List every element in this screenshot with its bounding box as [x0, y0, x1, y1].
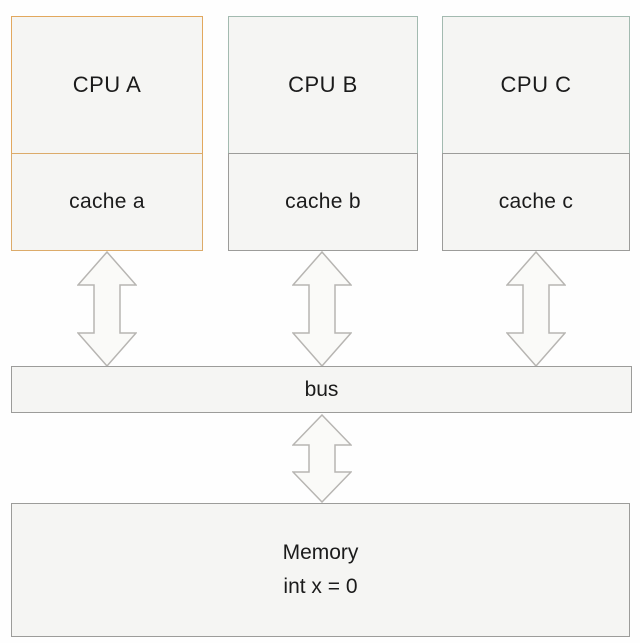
- unit-cpu-b: CPU B cache b: [228, 16, 418, 251]
- double-arrow-icon-cache-b-bus: [292, 251, 352, 367]
- cache-a-label: cache a: [69, 190, 145, 213]
- cpu-a-box: CPU A: [11, 16, 203, 153]
- bus-box: bus: [11, 366, 632, 413]
- memory-value: int x = 0: [283, 575, 358, 598]
- cpu-c-box: CPU C: [442, 16, 630, 153]
- double-arrow-icon-cache-c-bus: [506, 251, 566, 367]
- cpu-b-label: CPU B: [288, 72, 358, 97]
- double-arrow-shape: [506, 251, 566, 367]
- unit-cpu-c: CPU C cache c: [442, 16, 630, 251]
- cache-c-box: cache c: [442, 153, 630, 251]
- memory-box: Memory int x = 0: [11, 503, 630, 637]
- cpu-a-label: CPU A: [72, 72, 142, 97]
- double-arrow-shape: [292, 414, 352, 503]
- bus-label: bus: [304, 377, 339, 401]
- cache-b-box: cache b: [228, 153, 418, 251]
- cache-c-label: cache c: [498, 190, 574, 213]
- memory-title: Memory: [282, 541, 359, 564]
- double-arrow-icon-bus-memory: [292, 414, 352, 503]
- double-arrow-icon-cache-a-bus: [77, 251, 137, 367]
- double-arrow-shape: [292, 251, 352, 367]
- cache-b-label: cache b: [285, 190, 361, 213]
- double-arrow-shape: [77, 251, 137, 367]
- cpu-b-box: CPU B: [228, 16, 418, 153]
- cpu-c-label: CPU C: [500, 72, 572, 97]
- unit-cpu-a: CPU A cache a: [11, 16, 203, 251]
- cache-a-box: cache a: [11, 153, 203, 251]
